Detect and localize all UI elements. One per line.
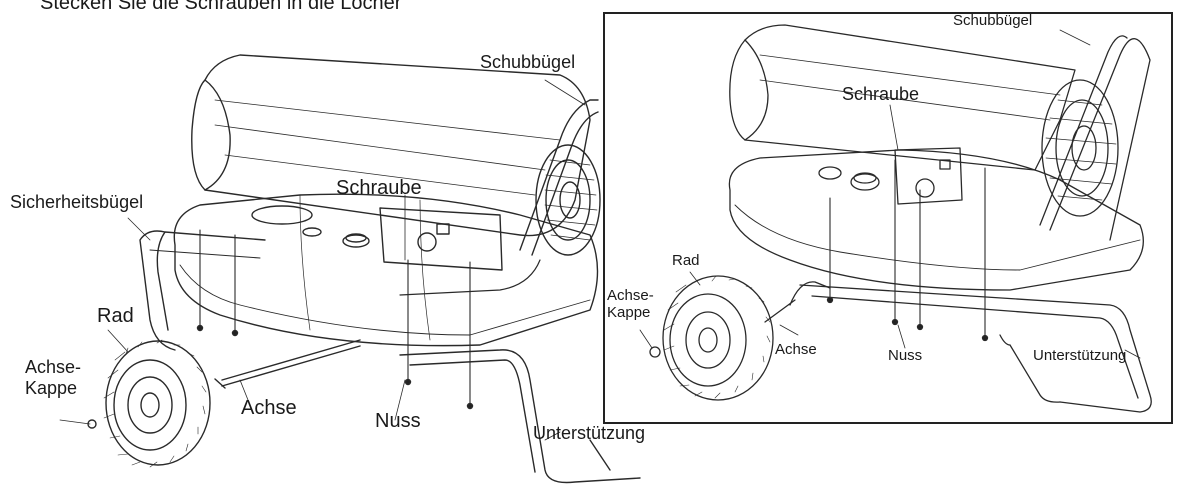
inset-label-axle-cap: Achse- Kappe — [607, 287, 654, 322]
inset-fuel-tank — [728, 149, 1144, 291]
label-support: Unterstützung — [533, 423, 646, 443]
inset-push-handle-tube — [1049, 38, 1151, 241]
inset-label-screw: Schraube — [842, 84, 920, 104]
instruction-text: Stecken Sie die Schrauben in die Löcher — [40, 0, 402, 14]
inset-heater-cylinder — [729, 24, 1076, 171]
inset-axle-cap-part — [649, 346, 661, 358]
label-screw: Schraube — [336, 177, 422, 199]
label-nut: Nuss — [375, 410, 421, 432]
safety-bar-tube — [139, 230, 266, 351]
inset-label-push-handle: Schubbügel — [953, 12, 1033, 29]
fan-guard — [535, 144, 601, 256]
inset-label-support: Unterstützung — [1033, 347, 1127, 364]
fuel-cap — [302, 227, 322, 237]
heater-cylinder — [191, 54, 591, 237]
support-tube — [399, 349, 641, 484]
wheel-drawing — [103, 339, 211, 468]
label-wheel: Rad — [97, 305, 134, 327]
label-axle-cap: Achse- Kappe — [25, 357, 82, 398]
inset-fan-guard — [1041, 79, 1119, 217]
control-box — [379, 207, 503, 271]
inset-label-wheel: Rad — [672, 252, 700, 269]
inset-fuel-cap — [818, 166, 842, 180]
inset-label-nut: Nuss — [888, 347, 923, 364]
inset-wheel-drawing — [662, 275, 774, 401]
control-knob — [417, 232, 437, 252]
axle-rod — [221, 339, 361, 381]
inset-label-axle: Achse — [775, 341, 817, 358]
label-push-handle: Schubbügel — [480, 52, 576, 72]
inset-support-tube — [799, 284, 1152, 413]
label-axle: Achse — [241, 397, 297, 419]
label-safety-bar: Sicherheitsbügel — [10, 192, 144, 212]
tank-plate — [251, 205, 313, 225]
push-handle-tube — [519, 99, 599, 251]
inset-control-box — [894, 147, 963, 205]
